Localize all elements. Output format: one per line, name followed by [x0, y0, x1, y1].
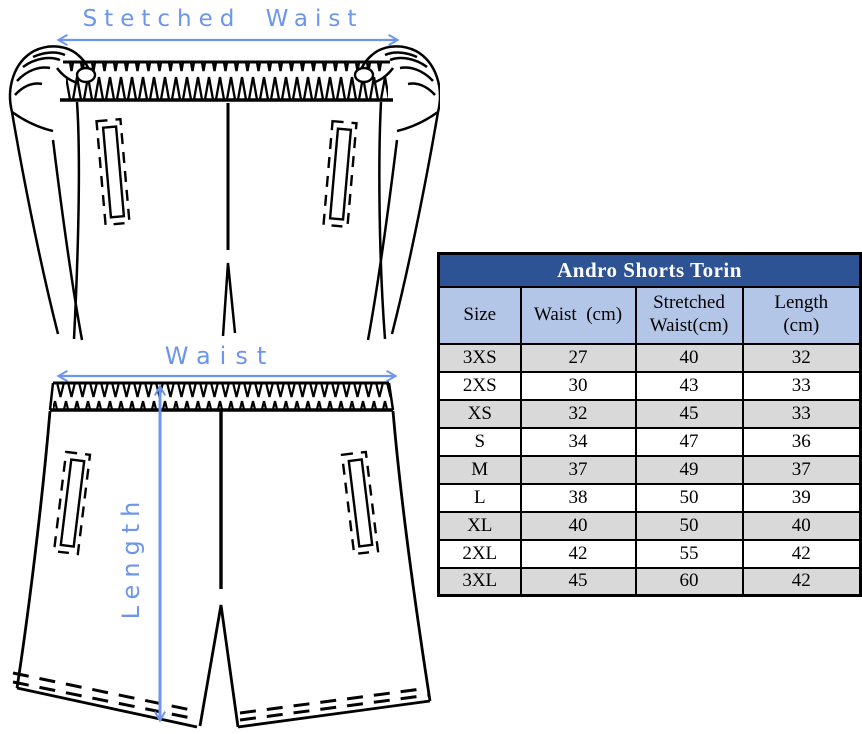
- pocket: [322, 119, 358, 229]
- table-row: 2XS 30 43 33: [437, 370, 862, 401]
- waist-cell: 38: [519, 482, 637, 513]
- table-header-row: Size Waist (cm) Stretched Waist(cm) Leng…: [437, 285, 862, 345]
- stretched-waist-cell: 40: [634, 342, 744, 373]
- stretched-waist-cell: 47: [634, 426, 744, 457]
- size-cell: 3XS: [437, 342, 522, 373]
- waist-label: Waist: [164, 342, 276, 370]
- stretched-waist-label: Stetched Waist: [82, 6, 364, 32]
- length-cell: 42: [741, 566, 862, 597]
- shorts-front-drawing: [12, 369, 432, 729]
- size-cell: XL: [437, 510, 522, 541]
- length-cell: 42: [741, 538, 862, 569]
- length-cell: 33: [741, 398, 862, 429]
- waist-cell: 37: [519, 454, 637, 485]
- col-header-length: Length (cm): [741, 285, 862, 345]
- length-cell: 33: [741, 370, 862, 401]
- stretched-waist-cell: 49: [634, 454, 744, 485]
- right-hand: [353, 45, 440, 341]
- table-row: S 34 47 36: [437, 426, 862, 457]
- pocket: [95, 117, 131, 227]
- col-header-waist: Waist (cm): [519, 285, 637, 345]
- shorts-stretched-drawing: [8, 33, 440, 341]
- pocket: [52, 450, 92, 556]
- length-cell: 32: [741, 342, 862, 373]
- waist-cell: 27: [519, 342, 637, 373]
- size-chart-table: Andro Shorts Torin Size Waist (cm) Stret…: [437, 252, 862, 597]
- length-cell: 37: [741, 454, 862, 485]
- length-label: Length: [117, 494, 145, 620]
- table-row: 2XL 42 55 42: [437, 538, 862, 569]
- waist-cell: 42: [519, 538, 637, 569]
- size-cell: XS: [437, 398, 522, 429]
- size-cell: S: [437, 426, 522, 457]
- table-row: L 38 50 39: [437, 482, 862, 513]
- col-header-stretched-waist: Stretched Waist(cm): [634, 285, 744, 345]
- length-cell: 39: [741, 482, 862, 513]
- stretched-waist-cell: 43: [634, 370, 744, 401]
- pocket: [340, 450, 380, 556]
- table-row: XL 40 50 40: [437, 510, 862, 541]
- size-cell: 2XS: [437, 370, 522, 401]
- waist-cell: 45: [519, 566, 637, 597]
- elastic-waistband: [60, 60, 393, 102]
- stretched-waist-cell: 60: [634, 566, 744, 597]
- size-cell: 2XL: [437, 538, 522, 569]
- waist-cell: 30: [519, 370, 637, 401]
- table-row: 3XS 27 40 32: [437, 342, 862, 373]
- size-cell: L: [437, 482, 522, 513]
- size-cell: 3XL: [437, 566, 522, 597]
- stretched-waist-cell: 50: [634, 510, 744, 541]
- col-header-size: Size: [437, 285, 522, 345]
- size-cell: M: [437, 454, 522, 485]
- table-title-row: Andro Shorts Torin: [437, 252, 862, 288]
- table-row: 3XL 45 60 42: [437, 566, 862, 597]
- left-hand: [8, 45, 97, 341]
- waist-cell: 32: [519, 398, 637, 429]
- table-row: M 37 49 37: [437, 454, 862, 485]
- table-title: Andro Shorts Torin: [437, 252, 862, 288]
- length-cell: 36: [741, 426, 862, 457]
- hem-stitching: [12, 671, 430, 722]
- shorts-body: [15, 410, 432, 729]
- stretched-waist-cell: 55: [634, 538, 744, 569]
- length-cell: 40: [741, 510, 862, 541]
- waist-cell: 40: [519, 510, 637, 541]
- stretched-waist-cell: 50: [634, 482, 744, 513]
- waist-cell: 34: [519, 426, 637, 457]
- elastic-waistband: [48, 381, 395, 412]
- stretched-waist-cell: 45: [634, 398, 744, 429]
- table-row: XS 32 45 33: [437, 398, 862, 429]
